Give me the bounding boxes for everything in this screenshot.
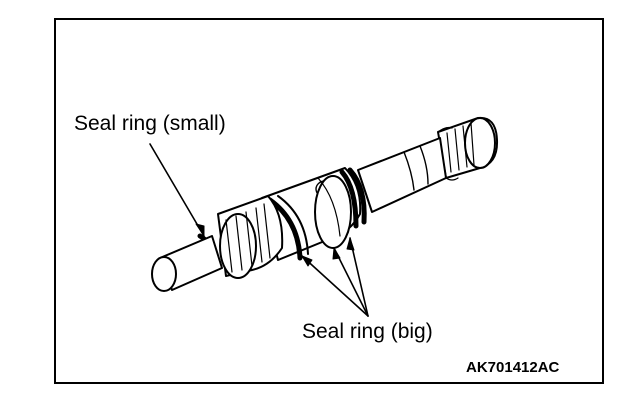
left-gear-section <box>217 195 284 279</box>
right-spline-end <box>437 116 499 181</box>
leader-big-ring-2 <box>333 247 369 317</box>
leader-small-ring <box>149 143 205 237</box>
leader-lines <box>149 143 369 317</box>
arrowhead-small <box>195 223 205 237</box>
arrowhead-big-2 <box>332 247 341 260</box>
figure-code: AK701412AC <box>466 359 560 376</box>
label-seal-ring-big: Seal ring (big) <box>302 320 433 343</box>
label-seal-ring-small: Seal ring (small) <box>74 112 226 135</box>
arrowhead-big-1 <box>301 255 313 267</box>
arrowhead-big-3 <box>346 237 355 251</box>
arrowheads <box>195 223 355 267</box>
main-shaft-body <box>357 137 447 213</box>
seal-ring-section <box>261 167 367 261</box>
stub-end <box>151 233 223 292</box>
leader-big-ring-1 <box>301 255 369 317</box>
leader-big-ring-3 <box>349 237 369 317</box>
